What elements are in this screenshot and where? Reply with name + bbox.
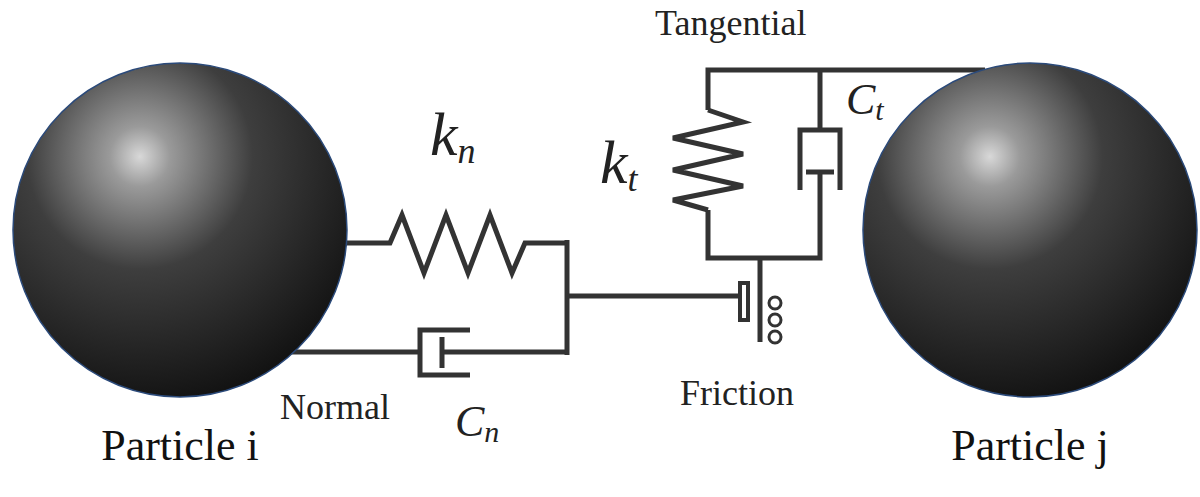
part-caption: Friction: [680, 374, 794, 414]
sphere-body: [13, 63, 347, 397]
friction-slider: [740, 283, 748, 320]
normal-spring: [330, 215, 567, 273]
particle-label: Particle j: [951, 422, 1109, 470]
particle-sphere: Particle i: [12, 62, 348, 398]
friction-plate: [758, 258, 763, 342]
tangential-spring: [673, 110, 743, 210]
friction-roller: [769, 331, 781, 343]
parameter-symbol: kt: [600, 128, 638, 200]
friction-roller: [769, 297, 781, 309]
sphere-shape: [12, 62, 348, 398]
parameter-symbol: Cn: [455, 398, 499, 448]
sphere-shape: [862, 62, 1198, 398]
friction-roller: [769, 314, 781, 326]
parameter-symbol: kn: [430, 100, 476, 172]
part-caption: Normal: [280, 388, 390, 428]
particle-sphere: Particle j: [862, 62, 1198, 398]
tangential-dashpot-piston: [806, 172, 834, 200]
particle-label: Particle i: [101, 422, 259, 470]
sphere-body: [863, 63, 1197, 397]
friction-wire: [567, 294, 740, 299]
parameter-symbol: Ct: [846, 76, 884, 126]
normal-dashpot-wire: [290, 350, 420, 355]
part-caption: Tangential: [655, 4, 806, 44]
normal-dashpot-piston: [442, 337, 567, 368]
